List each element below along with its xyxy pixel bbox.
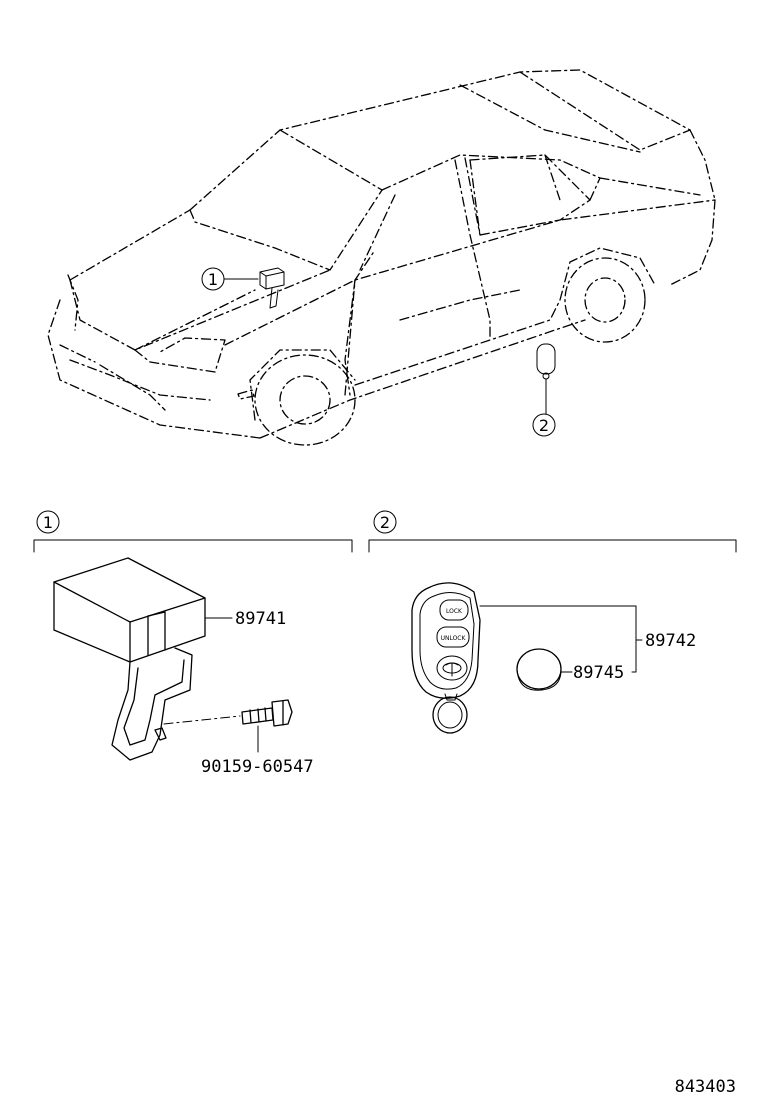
transmitter-fob-drawing: LOCK UNLOCK xyxy=(411,582,481,734)
fob-lock-text: LOCK xyxy=(446,608,463,615)
svg-text:2: 2 xyxy=(380,513,390,532)
svg-text:1: 1 xyxy=(208,270,218,289)
battery-coin-drawing xyxy=(516,648,562,691)
section-2-header: 2 xyxy=(368,510,737,553)
bolt-drawing xyxy=(163,699,293,727)
receiver-location-icon xyxy=(259,267,285,309)
callout-1-car: 1 xyxy=(201,267,259,291)
fob-location-icon xyxy=(536,343,556,380)
fob-unlock-text: UNLOCK xyxy=(441,635,467,642)
receiver-unit-drawing xyxy=(53,557,206,761)
part-number-bolt: 90159-60547 xyxy=(201,757,314,777)
part-number-receiver: 89741 xyxy=(235,609,286,629)
svg-text:1: 1 xyxy=(43,513,53,532)
part-number-battery: 89745 xyxy=(573,663,624,683)
diagram-code: 843403 xyxy=(675,1077,736,1097)
svg-text:2: 2 xyxy=(539,416,549,435)
part-number-transmitter: 89742 xyxy=(645,631,696,651)
car-phantom-outline xyxy=(47,69,716,446)
transmitter-leader xyxy=(479,605,637,673)
section-1-header: 1 xyxy=(33,510,353,553)
callout-2-car: 2 xyxy=(532,378,556,437)
